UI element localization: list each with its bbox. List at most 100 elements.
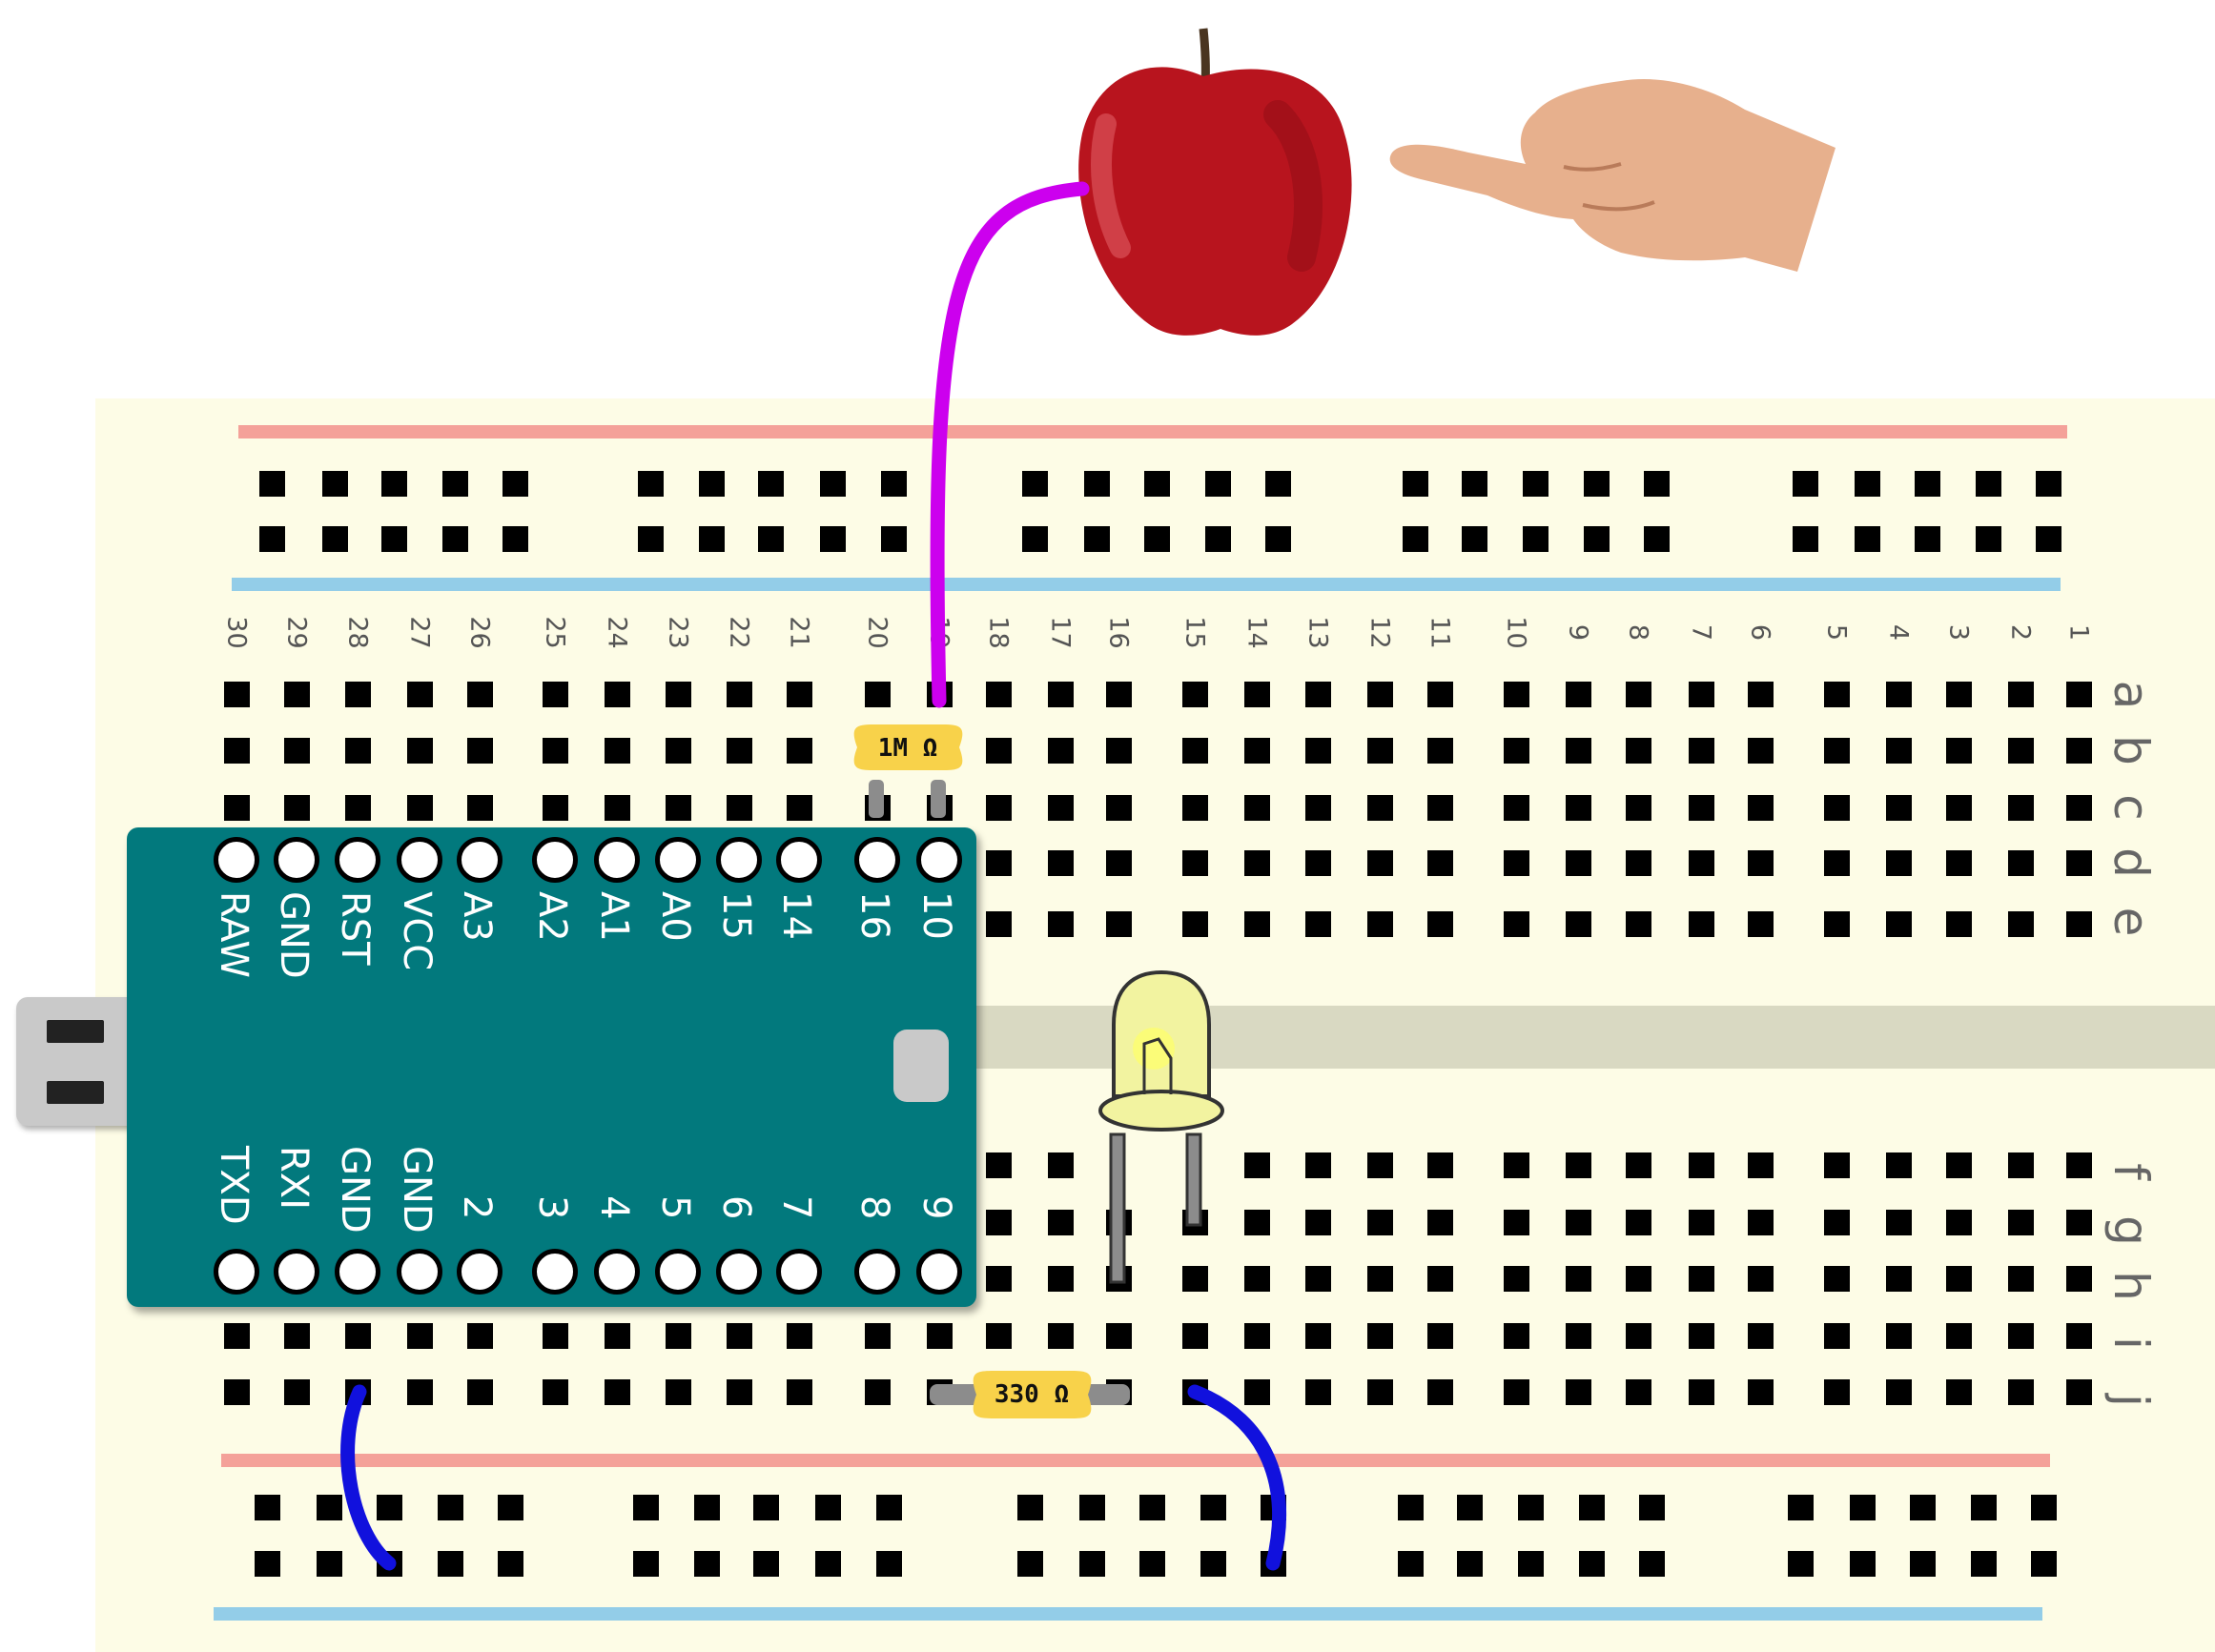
arduino-pin[interactable] — [716, 1249, 762, 1295]
breadboard-hole — [1626, 682, 1651, 707]
breadboard-hole — [1139, 1551, 1165, 1577]
breadboard-hole — [986, 911, 1012, 937]
arduino-pin[interactable] — [532, 1249, 578, 1295]
breadboard-hole — [467, 682, 493, 707]
arduino-pin[interactable] — [214, 1249, 259, 1295]
breadboard-hole — [1971, 1495, 1997, 1520]
breadboard-hole — [1886, 1266, 1912, 1292]
breadboard-hole — [638, 526, 664, 552]
breadboard-hole — [1626, 1152, 1651, 1178]
arduino-pin[interactable] — [655, 1249, 701, 1295]
breadboard-hole — [1205, 471, 1231, 497]
breadboard-hole — [820, 526, 846, 552]
breadboard-hole — [787, 1379, 812, 1405]
breadboard-hole — [787, 1323, 812, 1349]
breadboard-hole — [1398, 1551, 1424, 1577]
breadboard-hole — [224, 738, 250, 764]
breadboard-hole — [753, 1551, 779, 1577]
arduino-pin[interactable] — [854, 1249, 900, 1295]
breadboard-hole — [1793, 526, 1818, 552]
breadboard-hole — [1689, 795, 1714, 821]
breadboard-hole — [1946, 850, 1972, 876]
breadboard-hole — [1639, 1551, 1665, 1577]
breadboard-hole — [1518, 1551, 1544, 1577]
breadboard-hole — [1427, 1210, 1453, 1235]
breadboard-hole — [1457, 1551, 1483, 1577]
arduino-pin[interactable] — [274, 837, 319, 883]
arduino-pin[interactable] — [655, 837, 701, 883]
arduino-pin[interactable] — [776, 837, 822, 883]
breadboard-hole — [1265, 471, 1291, 497]
breadboard-hole — [1566, 1152, 1591, 1178]
breadboard-hole — [986, 795, 1012, 821]
arduino-pin[interactable] — [854, 837, 900, 883]
arduino-pin[interactable] — [335, 837, 380, 883]
arduino-pin[interactable] — [397, 1249, 442, 1295]
breadboard-hole — [699, 471, 725, 497]
breadboard-hole — [727, 682, 752, 707]
breadboard-hole — [381, 526, 407, 552]
breadboard-hole — [407, 1379, 433, 1405]
breadboard-hole — [407, 738, 433, 764]
breadboard-hole — [1824, 911, 1850, 937]
arduino-pin[interactable] — [457, 837, 502, 883]
arduino-pin[interactable] — [457, 1249, 502, 1295]
arduino-pin[interactable] — [532, 837, 578, 883]
power-rail-top-negative-line — [232, 578, 2061, 591]
breadboard-hole — [1946, 795, 1972, 821]
breadboard-hole — [1427, 738, 1453, 764]
breadboard-hole — [1946, 1266, 1972, 1292]
breadboard-hole — [438, 1551, 463, 1577]
power-rail-bottom-positive-line — [221, 1454, 2050, 1467]
arduino-pin[interactable] — [916, 837, 962, 883]
breadboard-hole — [1139, 1495, 1165, 1520]
breadboard-hole — [1182, 1323, 1208, 1349]
arduino-pin[interactable] — [916, 1249, 962, 1295]
breadboard-hole — [1824, 795, 1850, 821]
arduino-pin[interactable] — [594, 837, 640, 883]
breadboard-hole — [1886, 850, 1912, 876]
breadboard-hole — [1367, 1323, 1393, 1349]
breadboard-hole — [876, 1495, 902, 1520]
breadboard-hole — [1886, 1323, 1912, 1349]
breadboard-hole — [694, 1495, 720, 1520]
breadboard-hole — [1106, 850, 1132, 876]
arduino-pin[interactable] — [397, 837, 442, 883]
breadboard-hole — [322, 471, 348, 497]
breadboard-hole — [1367, 1266, 1393, 1292]
breadboard-hole — [1504, 850, 1529, 876]
arduino-pin[interactable] — [716, 837, 762, 883]
breadboard-hole — [1639, 1495, 1665, 1520]
breadboard-hole — [1566, 1379, 1591, 1405]
arduino-pin[interactable] — [335, 1249, 380, 1295]
breadboard-hole — [1048, 1266, 1074, 1292]
breadboard-hole — [2008, 1323, 2034, 1349]
breadboard-hole — [1305, 1266, 1331, 1292]
arduino-pin[interactable] — [776, 1249, 822, 1295]
breadboard-hole — [986, 1266, 1012, 1292]
breadboard-hole — [605, 682, 630, 707]
breadboard-hole — [666, 795, 691, 821]
breadboard-hole — [1689, 738, 1714, 764]
breadboard-hole — [317, 1551, 342, 1577]
breadboard-hole — [787, 682, 812, 707]
arduino-pin[interactable] — [594, 1249, 640, 1295]
breadboard-hole — [605, 795, 630, 821]
breadboard-hole — [666, 738, 691, 764]
arduino-pin[interactable] — [274, 1249, 319, 1295]
breadboard-hole — [1182, 682, 1208, 707]
breadboard-hole — [1182, 738, 1208, 764]
breadboard-hole — [1022, 471, 1048, 497]
breadboard-hole — [1788, 1495, 1814, 1520]
breadboard-hole — [758, 526, 784, 552]
breadboard-hole — [1626, 1323, 1651, 1349]
breadboard-hole — [284, 738, 310, 764]
breadboard-hole — [1048, 738, 1074, 764]
arduino-pin[interactable] — [214, 837, 259, 883]
reset-button[interactable] — [893, 1030, 949, 1102]
breadboard-hole — [1244, 850, 1270, 876]
breadboard-hole — [1079, 1495, 1105, 1520]
breadboard-hole — [1748, 1379, 1774, 1405]
